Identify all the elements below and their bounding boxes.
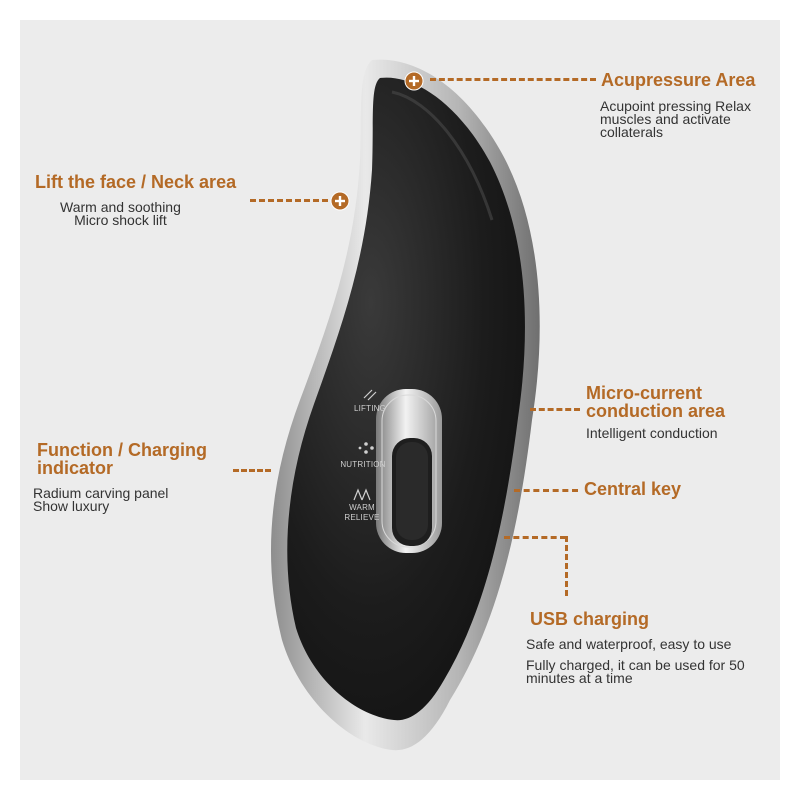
mode-label-warm: WARM [349,503,375,512]
function-leader-line [233,469,271,472]
micro-current-title-line1: Micro-current [586,383,703,403]
plus-circle-icon [330,191,350,211]
micro-current-title-line2: conduction area [586,401,726,421]
central-key-title: Central key [584,479,682,499]
mode-label-lifting: LIFTING [353,404,387,413]
usb-leader-line-v [565,536,568,596]
warm-relieve-icon [353,488,371,501]
micro-current-desc: Intelligent conduction [586,425,718,441]
acupressure-leader-line [430,78,596,81]
usb-leader-line-h [504,536,566,539]
mode-label-nutrition: NUTRITION [340,460,386,469]
lift-leader-line [250,199,328,202]
lift-title: Lift the face / Neck area [35,172,237,192]
lifting-icon [363,389,377,401]
central-key-leader-line [514,489,578,492]
usb-title: USB charging [530,609,650,629]
function-title-line2: indicator [37,458,114,478]
lift-desc: Warm and soothing Micro shock lift [60,199,181,228]
usb-desc-1: Safe and waterproof, easy to use [526,636,732,652]
function-title-line1: Function / Charging [37,440,207,460]
acupressure-desc: Acupoint pressing Relax muscles and acti… [600,98,751,140]
usb-desc-2: Fully charged, it can be used for 50 min… [526,657,745,686]
nutrition-icon [358,442,374,454]
function-desc: Radium carving panel Show luxury [33,485,169,514]
acupressure-title: Acupressure Area [601,70,756,90]
plus-circle-icon [404,71,424,91]
mode-label-relieve: RELIEVE [344,513,380,522]
micro-current-leader-line [530,408,580,411]
